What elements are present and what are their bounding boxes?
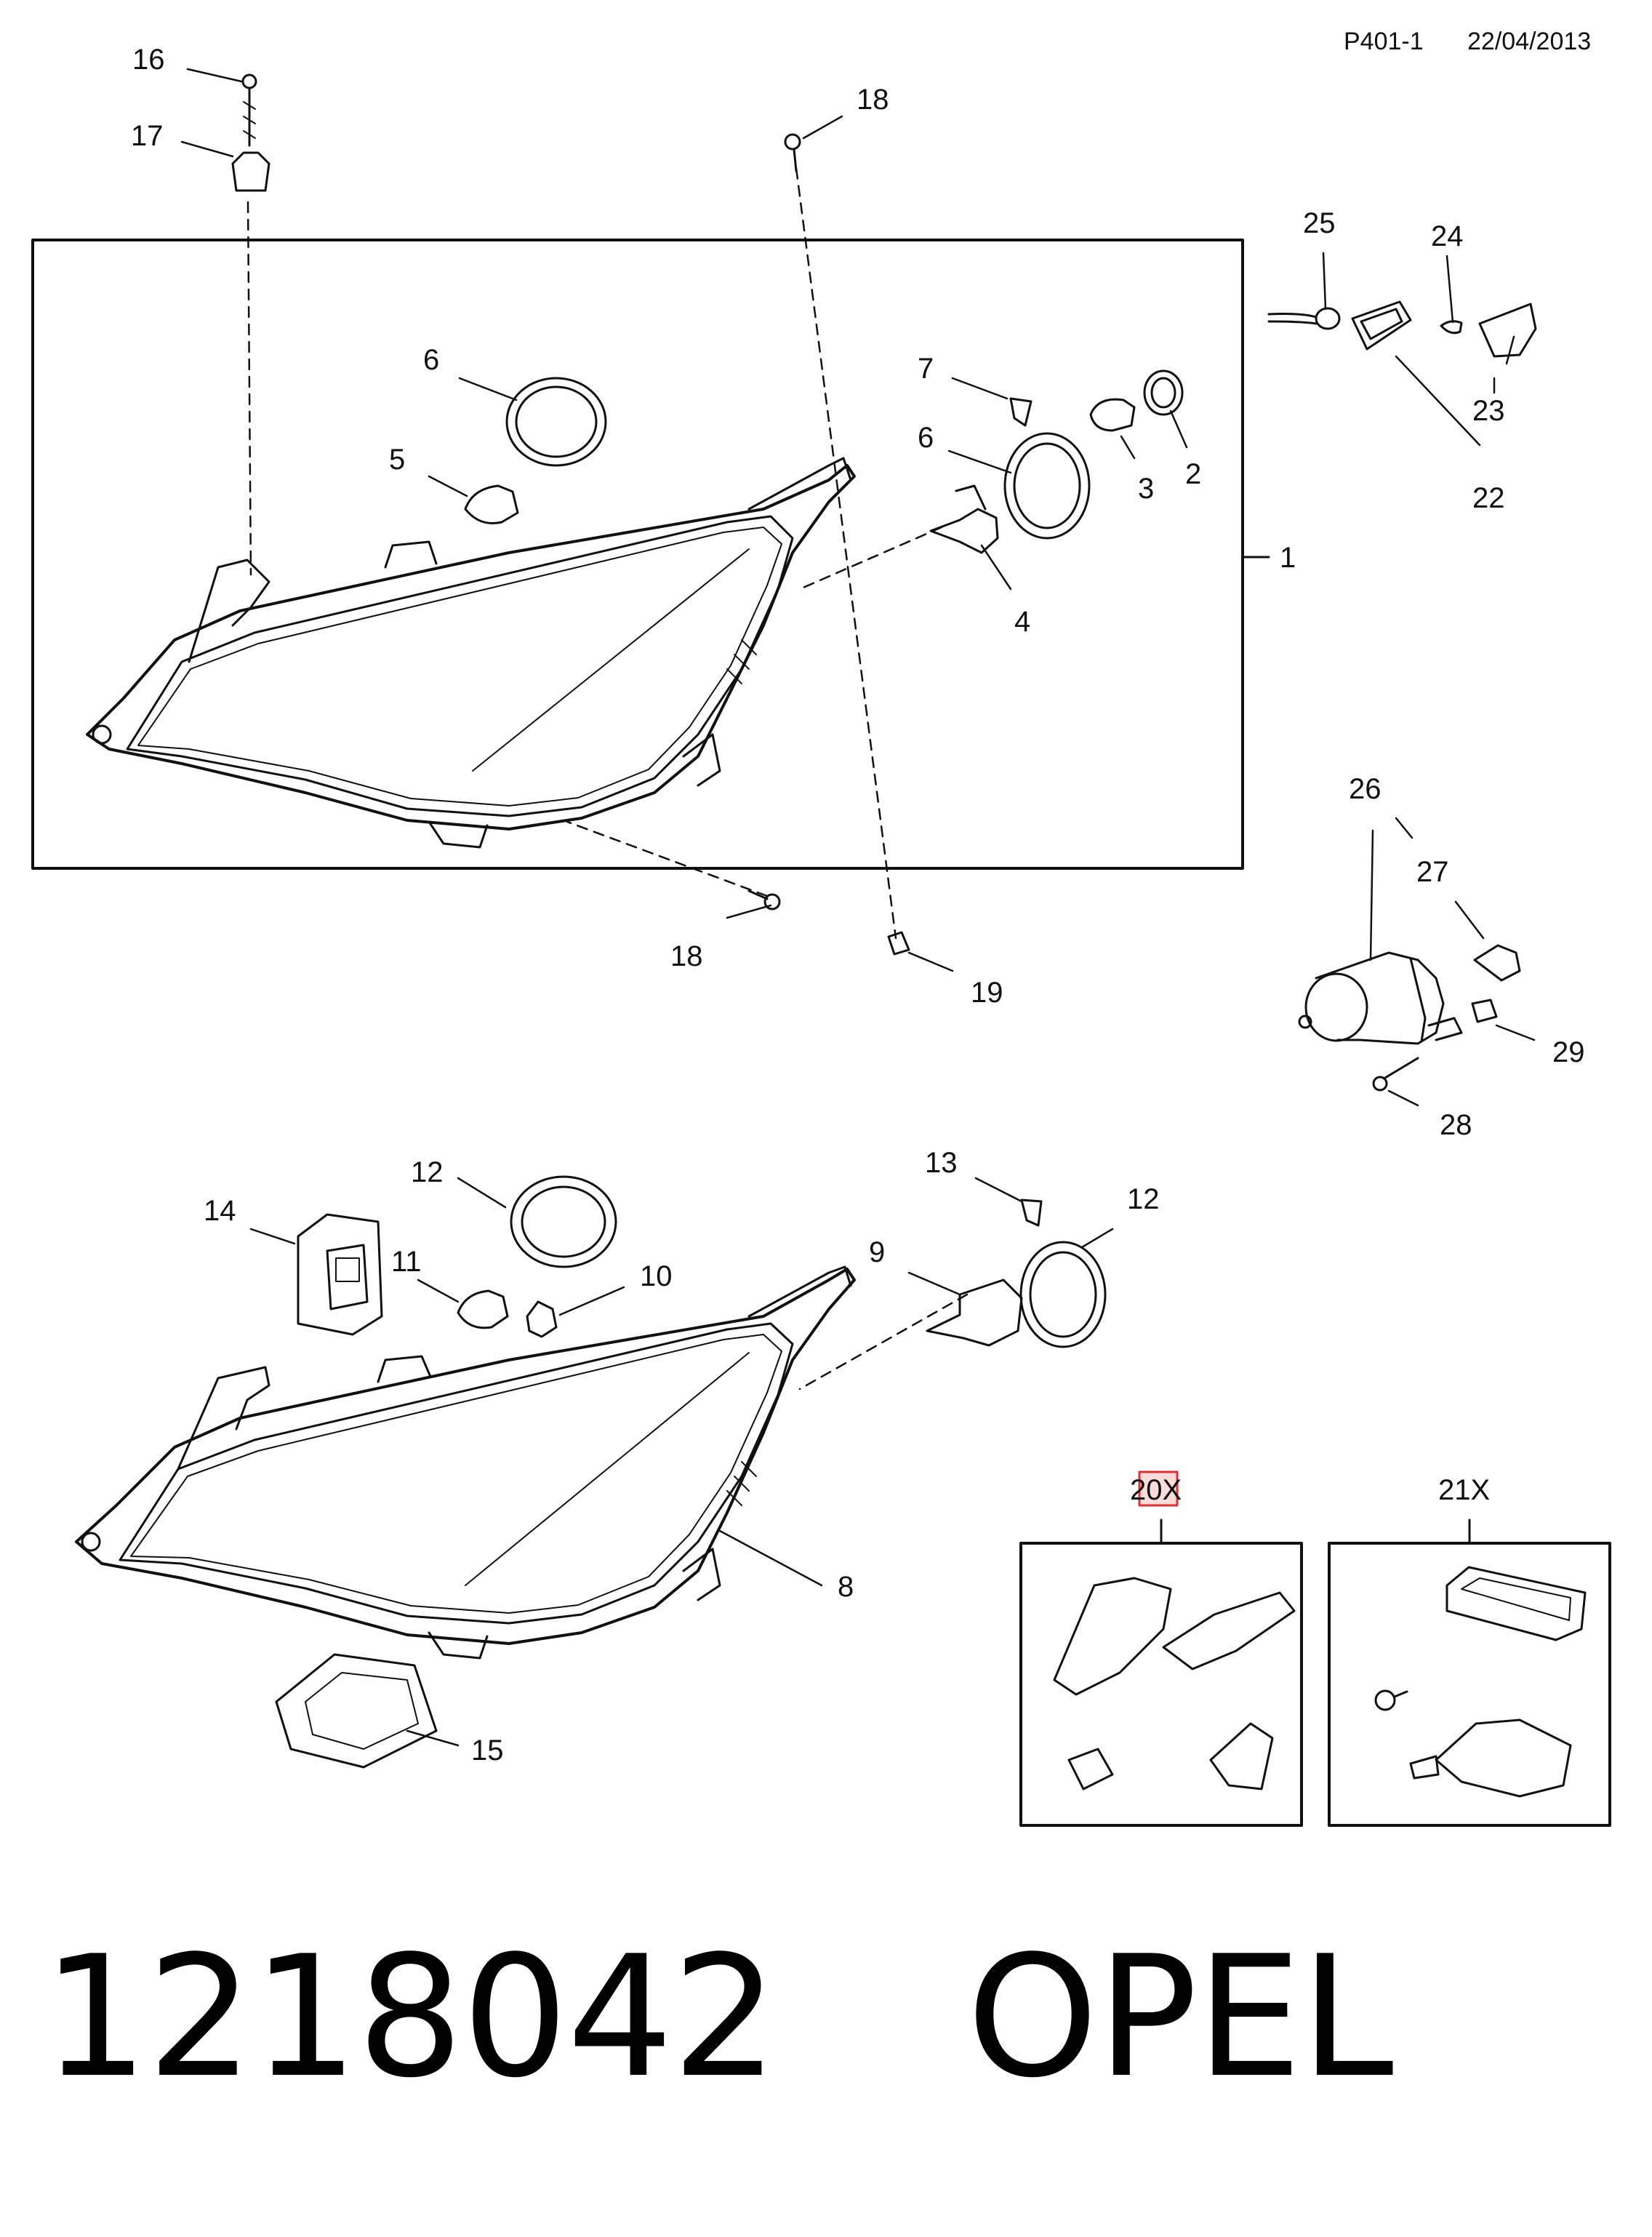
kit-20x-parts [1053, 1577, 1296, 1790]
bulb-9 [926, 1278, 1023, 1347]
callout-1: 1 [1280, 542, 1296, 574]
callout-21x: 21X [1438, 1474, 1490, 1506]
bulb-5 [464, 484, 519, 524]
part-number: 1218042 [42, 1921, 778, 2115]
callout-25: 25 [1303, 207, 1336, 239]
bulb-27 [1473, 944, 1521, 982]
page-code: P401-1 [1344, 28, 1424, 55]
assembly-frame [31, 239, 1244, 870]
callout-27: 27 [1416, 856, 1449, 888]
lamp-22 [1351, 300, 1412, 351]
screw-28 [1372, 1057, 1419, 1092]
callout-18-bottom: 18 [670, 940, 703, 972]
callout-13: 13 [925, 1147, 958, 1179]
callout-9: 9 [869, 1236, 885, 1268]
seal-ring-6b [1003, 432, 1091, 540]
highlight-box [1138, 1470, 1179, 1507]
leader-dashes [246, 150, 969, 1390]
callout-12-left: 12 [411, 1156, 444, 1188]
bulb-24 [1440, 320, 1463, 335]
callout-17: 17 [131, 120, 164, 152]
callout-28: 28 [1440, 1109, 1472, 1141]
callout-6-left: 6 [423, 344, 439, 376]
kit-21x-parts [1374, 1566, 1587, 1798]
callout-12-right: 12 [1127, 1183, 1160, 1215]
headlamp-lower [75, 1265, 856, 1660]
callout-14: 14 [204, 1195, 236, 1227]
part-number-footer: 1218042 OPEL [42, 1934, 1642, 2102]
callout-20x: 20X [1130, 1474, 1182, 1506]
clip-13 [1020, 1198, 1043, 1227]
headlamp-upper [86, 457, 856, 849]
screw-18-top [784, 133, 801, 172]
bulb-4 [929, 484, 999, 554]
callout-6-right: 6 [918, 422, 934, 454]
callout-19: 19 [971, 977, 1003, 1009]
callout-16: 16 [132, 44, 165, 76]
callout-4: 4 [1014, 606, 1030, 638]
callout-10: 10 [640, 1260, 673, 1292]
callout-20x-highlight: 20X [1130, 1470, 1182, 1507]
callout-26: 26 [1349, 773, 1382, 805]
seal-ring-12a [510, 1175, 617, 1268]
page-date: 22/04/2013 [1467, 28, 1591, 55]
clip-7 [1009, 397, 1032, 427]
callout-23: 23 [1472, 395, 1505, 427]
bulb-3 [1089, 398, 1136, 432]
connector-29 [1471, 999, 1498, 1023]
callout-11: 11 [391, 1246, 422, 1278]
callout-29: 29 [1552, 1036, 1585, 1068]
socket-2 [1143, 369, 1184, 416]
ballast-14 [297, 1213, 383, 1336]
callout-24: 24 [1431, 220, 1464, 252]
cover-23 [1478, 303, 1537, 358]
clip-19 [887, 931, 910, 956]
callout-3: 3 [1138, 473, 1154, 505]
brand-name: OPEL [966, 1921, 1393, 2115]
screw-18-bottom [747, 889, 781, 911]
fog-lamp-26 [1298, 951, 1463, 1045]
callout-5: 5 [389, 444, 405, 476]
callout-8: 8 [838, 1571, 854, 1603]
bulb-11 [457, 1289, 509, 1329]
screw-clip-16-17 [231, 73, 270, 192]
callout-18-top: 18 [857, 84, 889, 116]
callout-22: 22 [1472, 482, 1505, 514]
leader-lines [180, 68, 1536, 1747]
bulb-10 [526, 1300, 558, 1338]
ballast-15 [275, 1653, 438, 1769]
callout-15: 15 [471, 1734, 504, 1766]
seal-ring-12b [1019, 1241, 1107, 1348]
callout-7: 7 [918, 353, 934, 385]
seal-ring-6a [505, 377, 607, 467]
callout-2: 2 [1185, 458, 1201, 490]
harness-25 [1267, 307, 1341, 330]
